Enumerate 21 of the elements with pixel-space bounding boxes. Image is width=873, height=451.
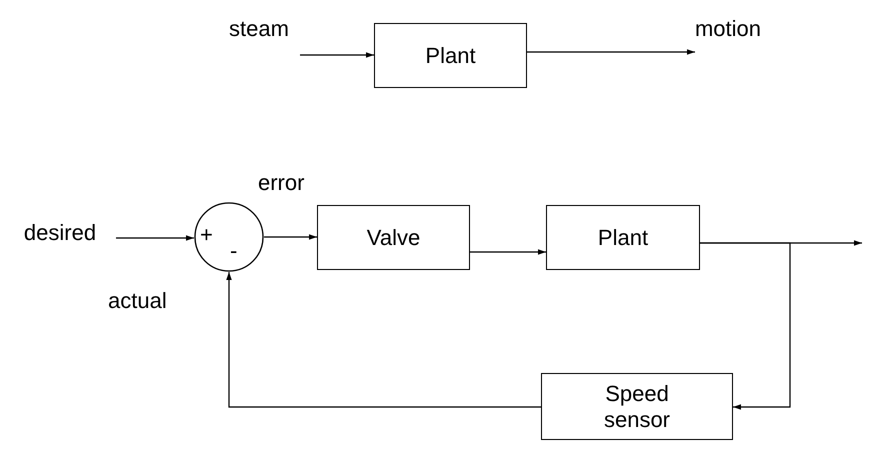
block-label: Valve [366,224,420,250]
block-box [317,205,470,270]
arrow [264,234,317,240]
block-box [546,205,700,270]
sign-label: + [200,224,213,246]
block-label: Plant [598,224,648,250]
block-label: Plant [425,42,476,68]
signal-label: motion [694,16,762,42]
sign-label: - [230,240,238,262]
summing-junction-circle [194,202,264,272]
block-box [541,373,733,440]
arrow [470,249,546,255]
signal-label: steam [229,16,289,42]
arrow [226,272,541,408]
block-box [374,23,527,88]
signal-label: desired [24,220,96,246]
block-label: Speed sensor [602,381,672,432]
arrow [116,235,194,241]
arrow [300,52,374,58]
arrow [527,49,695,55]
arrow [700,242,791,410]
